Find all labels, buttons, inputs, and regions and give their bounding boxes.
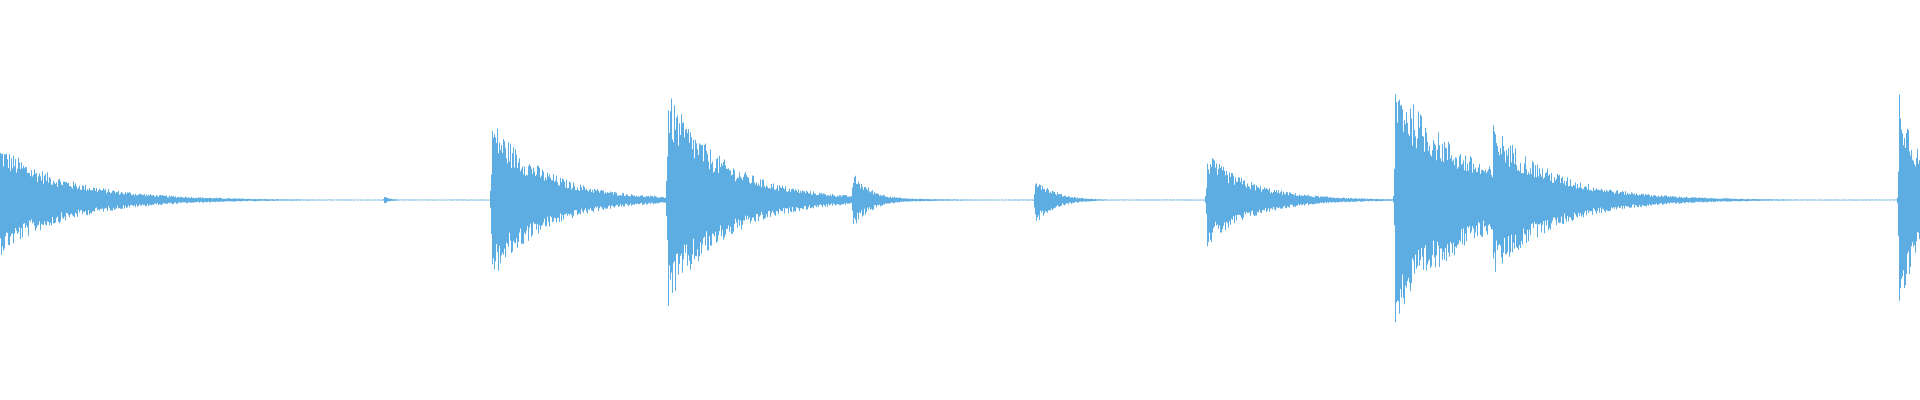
waveform-signal [0,94,1920,323]
